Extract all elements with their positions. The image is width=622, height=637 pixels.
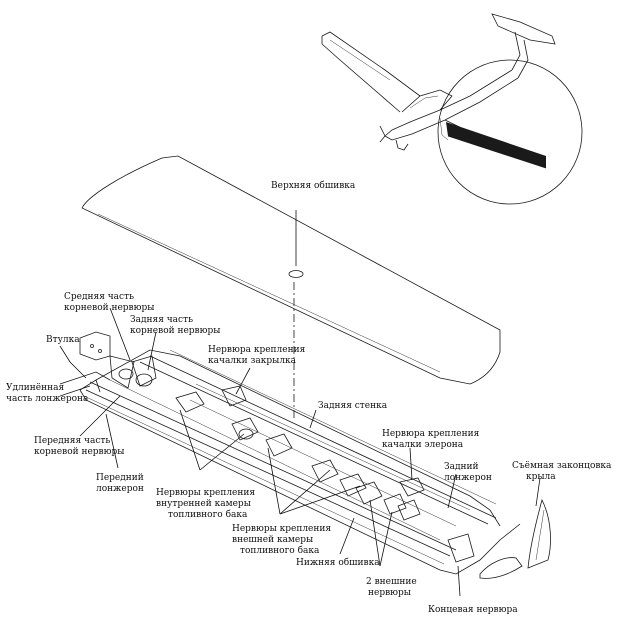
label-front-spar-2: лонжерон: [96, 484, 144, 494]
upper-skin-panel: [81, 155, 501, 418]
label-root-rib-middle-2: корневой нервюры: [64, 303, 154, 313]
label-inner-tank-ribs: Нервюры крепления: [156, 488, 255, 498]
label-rear-spar-2: лонжерон: [444, 473, 492, 483]
label-lower-skin: Нижняя обшивка: [296, 557, 380, 568]
label-root-rib-rear-2: корневой нервюры: [130, 326, 220, 336]
labels: Верхняя обшивка Средняя часть корневой н…: [6, 180, 612, 615]
label-upper-skin: Верхняя обшивка: [271, 180, 356, 191]
label-spar-extension-2: часть лонжерона: [6, 394, 89, 404]
label-two-outer-ribs: 2 внешние: [366, 577, 417, 587]
label-outer-tank-ribs: Нервюры крепления: [232, 524, 331, 534]
label-rear-spar: Задний: [444, 462, 479, 472]
label-wingtip-2: крыла: [526, 472, 556, 482]
aircraft-sketch: [321, 13, 556, 151]
label-inner-tank-ribs-3: топливного бака: [168, 509, 248, 520]
label-root-rib-middle: Средняя часть: [64, 292, 134, 302]
label-wingtip: Съёмная законцовка: [512, 461, 612, 471]
label-aileron-rib: Нервюра крепления: [382, 429, 480, 439]
leader-lines: [59, 307, 541, 597]
label-end-rib: Концевая нервюра: [428, 605, 518, 615]
wingtip-part: [479, 498, 551, 579]
label-flap-rib-2: качалки закрылка: [208, 356, 297, 366]
label-bushing: Втулка: [46, 335, 80, 345]
label-inner-tank-ribs-2: внутренней камеры: [156, 499, 251, 509]
label-aileron-rib-2: качалки элерона: [382, 440, 464, 450]
label-front-spar: Передний: [96, 473, 144, 483]
magnifier-detail: [437, 59, 583, 205]
label-rear-wall: Задняя стенка: [318, 401, 388, 411]
label-outer-tank-ribs-3: топливного бака: [240, 545, 320, 556]
label-flap-rib: Нервюра крепления: [208, 345, 306, 355]
label-spar-extension: Удлинённая: [6, 383, 64, 393]
label-root-rib-front: Передняя часть: [34, 436, 110, 446]
label-two-outer-ribs-2: нервюры: [368, 588, 411, 598]
label-root-rib-front-2: корневой нервюры: [34, 447, 124, 457]
label-outer-tank-ribs-2: внешней камеры: [232, 535, 313, 545]
label-root-rib-rear: Задняя часть: [130, 315, 193, 325]
